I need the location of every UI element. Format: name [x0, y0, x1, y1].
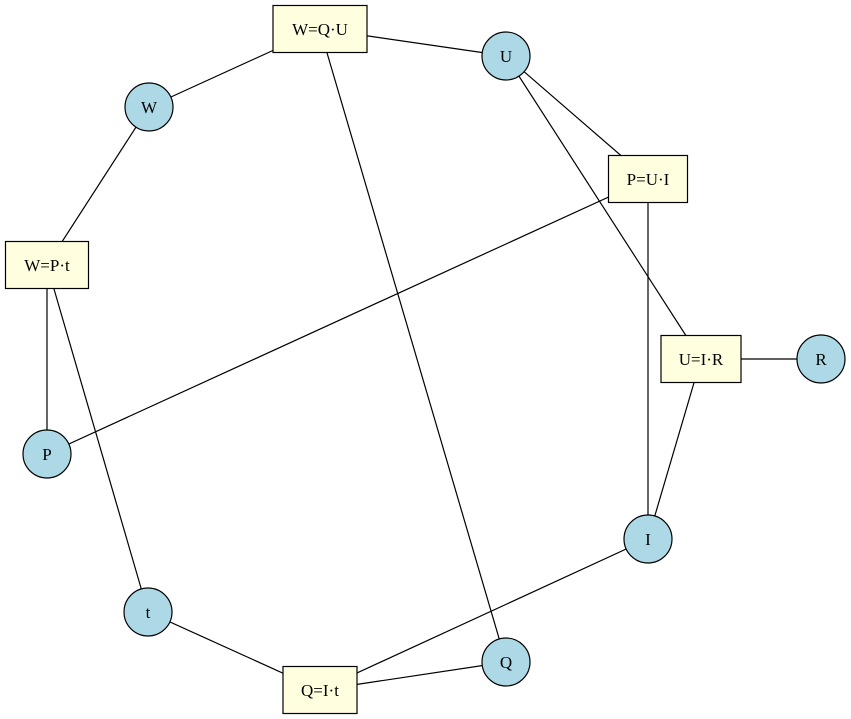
edge-WQU-Q [319, 28, 507, 663]
variable-circle [123, 587, 173, 637]
variable-circle [481, 637, 531, 687]
variable-label: P [42, 445, 51, 464]
variable-node-U[interactable]: U [481, 31, 531, 81]
equation-label: W=P·t [24, 256, 70, 275]
equation-label: P=U·I [627, 170, 670, 189]
equation-label: W=Q·U [292, 20, 348, 39]
variable-node-R[interactable]: R [796, 334, 846, 384]
variable-node-I[interactable]: I [623, 514, 673, 564]
equation-node-WQU[interactable]: W=Q·U [272, 4, 368, 54]
variable-label: I [645, 530, 651, 549]
nodes: W=Q·U P=U·I W=P·tU=I·R Q=I·t U W PtQ I R [4, 4, 846, 715]
edge-WPt-t [46, 264, 149, 613]
variable-label: Q [500, 653, 512, 672]
equation-box [282, 665, 358, 715]
variable-label: W [141, 98, 158, 117]
equation-box [607, 154, 689, 204]
variable-circle [623, 514, 673, 564]
edge-QIt-I [319, 538, 649, 691]
equation-box [4, 240, 90, 290]
equation-box [660, 334, 742, 384]
equation-label: Q=I·t [301, 681, 339, 700]
edge-WPt-W [46, 106, 150, 266]
equation-node-QIt[interactable]: Q=I·t [282, 665, 358, 715]
equation-box [272, 4, 368, 54]
variable-circle [796, 334, 846, 384]
variable-node-Q[interactable]: Q [481, 637, 531, 687]
variable-circle [481, 31, 531, 81]
equation-label: U=I·R [679, 350, 724, 369]
variable-circle [22, 429, 72, 479]
edge-PUI-P [46, 178, 649, 455]
equation-node-WPt[interactable]: W=P·t [4, 240, 90, 290]
variable-circle [124, 82, 174, 132]
variable-node-t[interactable]: t [123, 587, 173, 637]
variable-label: R [815, 350, 827, 369]
variable-label: U [500, 47, 512, 66]
variable-node-W[interactable]: W [124, 82, 174, 132]
variable-node-P[interactable]: P [22, 429, 72, 479]
edge-UIR-I [647, 358, 702, 540]
equation-node-UIR[interactable]: U=I·R [660, 334, 742, 384]
equation-node-PUI[interactable]: P=U·I [607, 154, 689, 204]
edge-UIR-U [505, 55, 702, 360]
variable-label: t [146, 603, 151, 622]
